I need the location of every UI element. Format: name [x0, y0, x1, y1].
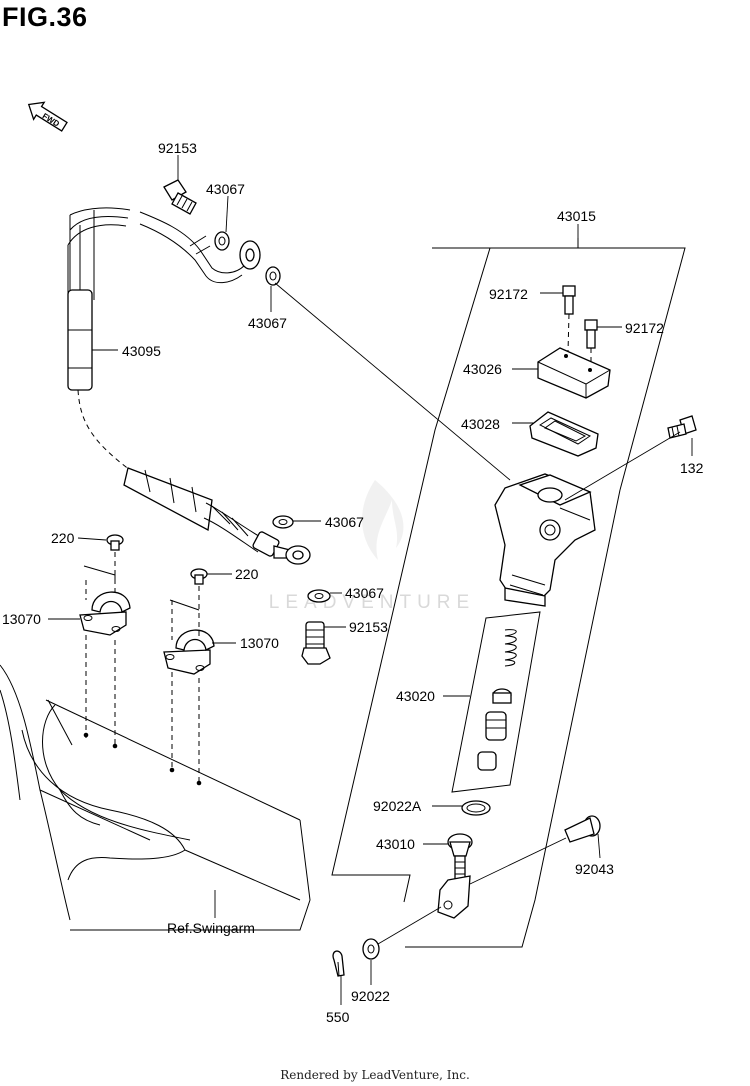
fwd-arrow-icon: FWD	[27, 101, 68, 132]
banjo-bolt-top	[163, 179, 197, 215]
master-cylinder-assembly-bracket	[331, 224, 686, 948]
screw-220-left	[106, 534, 124, 551]
callout-220-a: 220	[51, 530, 75, 546]
brake-hose	[67, 207, 311, 565]
callout-13070-b: 13070	[240, 635, 279, 651]
bolt-132	[667, 415, 697, 439]
sealing-washer-2	[265, 266, 281, 286]
banjo-bolt-lower	[301, 621, 331, 665]
callout-43067-d: 43067	[345, 585, 384, 601]
callout-220-b: 220	[235, 566, 259, 582]
callout-43020: 43020	[396, 688, 435, 704]
callout-92172-a: 92172	[489, 286, 528, 302]
screw-220-right	[190, 568, 208, 585]
callout-ref-swingarm: Ref.Swingarm	[167, 920, 255, 936]
cotter-pin	[332, 950, 345, 977]
callout-43010: 43010	[376, 836, 415, 852]
hose-clamp-right	[163, 629, 215, 675]
reservoir-diaphragm	[529, 411, 599, 457]
callout-92043: 92043	[575, 861, 614, 877]
callout-43028: 43028	[461, 416, 500, 432]
pushrod	[437, 833, 473, 919]
reservoir-cap	[537, 347, 611, 399]
washer-92022	[362, 938, 380, 960]
figure-title: FIG.36	[2, 2, 88, 32]
callout-550: 550	[326, 1009, 350, 1025]
sealing-washer-3	[272, 515, 294, 529]
callout-92022A: 92022A	[373, 798, 422, 814]
callout-43067-b: 43067	[248, 315, 287, 331]
clevis-pin	[564, 815, 601, 843]
cap-screw-1	[562, 285, 576, 315]
callout-92153-top: 92153	[158, 140, 197, 156]
callout-43067-c: 43067	[325, 514, 364, 530]
piston-kit	[451, 611, 541, 793]
cap-screw-2	[584, 319, 598, 349]
callout-43095: 43095	[122, 343, 161, 359]
callout-132: 132	[680, 460, 704, 476]
sealing-washer-1	[214, 231, 230, 251]
hose-clamp-left	[79, 591, 131, 636]
callout-92153-b: 92153	[349, 619, 388, 635]
callout-43067-a: 43067	[206, 181, 245, 197]
swingarm-ref	[0, 664, 311, 931]
callout-43015: 43015	[557, 208, 596, 224]
callout-43026: 43026	[463, 361, 502, 377]
watermark-logo	[362, 480, 404, 560]
circlip	[461, 800, 491, 816]
sealing-washer-4	[307, 589, 331, 603]
callout-92172-b: 92172	[625, 320, 664, 336]
footer-credit: Rendered by LeadVenture, Inc.	[280, 1068, 470, 1082]
master-cylinder-body	[494, 473, 596, 607]
callout-92022: 92022	[351, 988, 390, 1004]
callout-13070-a: 13070	[2, 611, 41, 627]
